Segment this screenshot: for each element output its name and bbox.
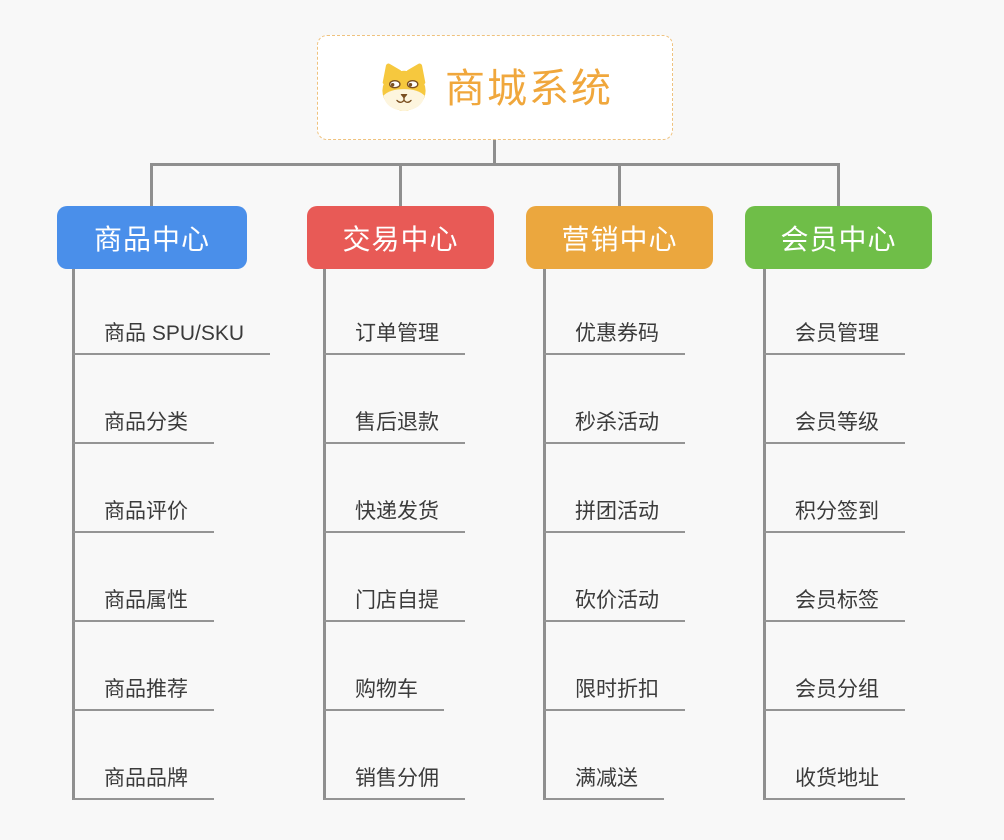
leaf-node[interactable]: 会员标签 <box>764 589 905 622</box>
leaf-node[interactable]: 商品评价 <box>73 500 214 533</box>
leaf-node[interactable]: 商品分类 <box>73 411 214 444</box>
connector-spine <box>323 269 326 800</box>
connector-spine <box>72 269 75 800</box>
leaf-node[interactable]: 销售分佣 <box>324 767 465 800</box>
leaf-node[interactable]: 售后退款 <box>324 411 465 444</box>
leaf-node[interactable]: 优惠券码 <box>544 322 685 355</box>
leaf-node[interactable]: 订单管理 <box>324 322 465 355</box>
leaf-node[interactable]: 门店自提 <box>324 589 465 622</box>
connector-spine <box>543 269 546 800</box>
leaf-node[interactable]: 会员分组 <box>764 678 905 711</box>
root-title: 商城系统 <box>445 66 613 111</box>
leaf-node[interactable]: 满减送 <box>544 767 664 800</box>
leaf-node[interactable]: 收货地址 <box>764 767 905 800</box>
connector-spine <box>763 269 766 800</box>
leaf-node[interactable]: 快递发货 <box>324 500 465 533</box>
connector-top-bar <box>150 163 840 166</box>
leaf-node[interactable]: 秒杀活动 <box>544 411 685 444</box>
leaf-node[interactable]: 商品 SPU/SKU <box>73 322 271 355</box>
leaf-node[interactable]: 限时折扣 <box>544 678 685 711</box>
connector-root-stem <box>493 140 496 166</box>
branch-node-member-center[interactable]: 会员中心 <box>745 206 932 269</box>
leaf-node[interactable]: 会员管理 <box>764 322 905 355</box>
leaf-node[interactable]: 商品属性 <box>73 589 214 622</box>
leaf-node[interactable]: 会员等级 <box>764 411 905 444</box>
branch-node-marketing-center[interactable]: 营销中心 <box>526 206 713 269</box>
connector-drop-trade <box>399 163 402 207</box>
leaf-node[interactable]: 商品推荐 <box>73 678 214 711</box>
leaf-node[interactable]: 购物车 <box>324 678 444 711</box>
root-node-mall-system[interactable]: 商城系统 <box>317 35 673 140</box>
connector-drop-member <box>837 163 840 207</box>
leaf-node[interactable]: 商品品牌 <box>73 767 214 800</box>
connector-drop-product <box>150 163 153 207</box>
branch-node-trade-center[interactable]: 交易中心 <box>307 206 494 269</box>
leaf-node[interactable]: 积分签到 <box>764 500 905 533</box>
leaf-node[interactable]: 拼团活动 <box>544 500 685 533</box>
shiba-dog-icon <box>377 63 431 113</box>
branch-node-product-center[interactable]: 商品中心 <box>57 206 247 269</box>
connector-drop-marketing <box>618 163 621 207</box>
leaf-node[interactable]: 砍价活动 <box>544 589 685 622</box>
